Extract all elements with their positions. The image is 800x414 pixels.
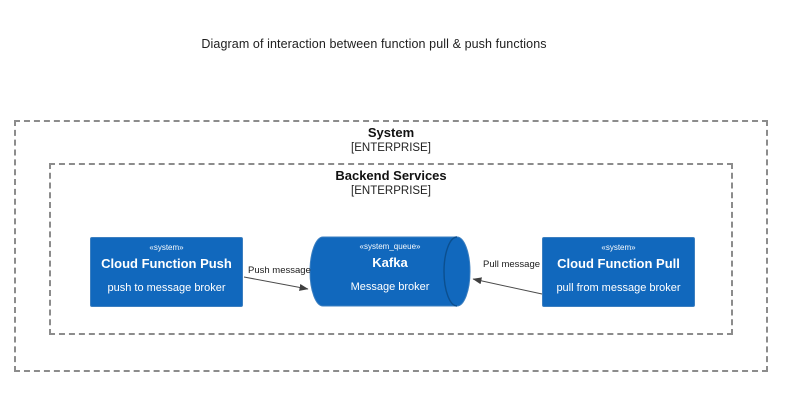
diagram-title: Diagram of interaction between function … <box>201 37 547 51</box>
push-node-name: Cloud Function Push <box>101 256 232 271</box>
system-boundary-type: [ENTERPRISE] <box>351 142 431 154</box>
kafka-name: Kafka <box>372 255 408 270</box>
kafka-stereotype: «system_queue» <box>359 242 421 251</box>
push-message-label: Push message <box>248 265 311 276</box>
backend-services-boundary-name: Backend Services <box>335 168 447 183</box>
push-node-stereotype: «system» <box>149 243 184 252</box>
system-boundary: System [ENTERPRISE] <box>14 120 768 372</box>
backend-services-boundary-type: [ENTERPRISE] <box>351 185 431 197</box>
push-node-description: push to message broker <box>107 282 226 294</box>
backend-services-boundary: Backend Services [ENTERPRISE] <box>49 163 733 335</box>
pull-node-description: pull from message broker <box>556 282 681 294</box>
pull-node-stereotype: «system» <box>601 243 636 252</box>
kafka-description: Message broker <box>350 281 430 293</box>
kafka-label-group: «system_queue» Kafka Message broker <box>309 236 471 307</box>
node-kafka-queue: «system_queue» Kafka Message broker <box>309 236 471 307</box>
node-cloud-function-pull: «system» Cloud Function Pull pull from m… <box>542 237 695 307</box>
backend-services-label-group: Backend Services [ENTERPRISE] <box>51 168 731 197</box>
pull-node-name: Cloud Function Pull <box>557 256 680 271</box>
queue-cylinder-shape <box>309 236 471 307</box>
system-boundary-name: System <box>367 125 415 140</box>
node-cloud-function-push: «system» Cloud Function Push push to mes… <box>90 237 243 307</box>
system-boundary-label-group: System [ENTERPRISE] <box>16 125 766 154</box>
pull-message-label: Pull message <box>483 259 541 270</box>
